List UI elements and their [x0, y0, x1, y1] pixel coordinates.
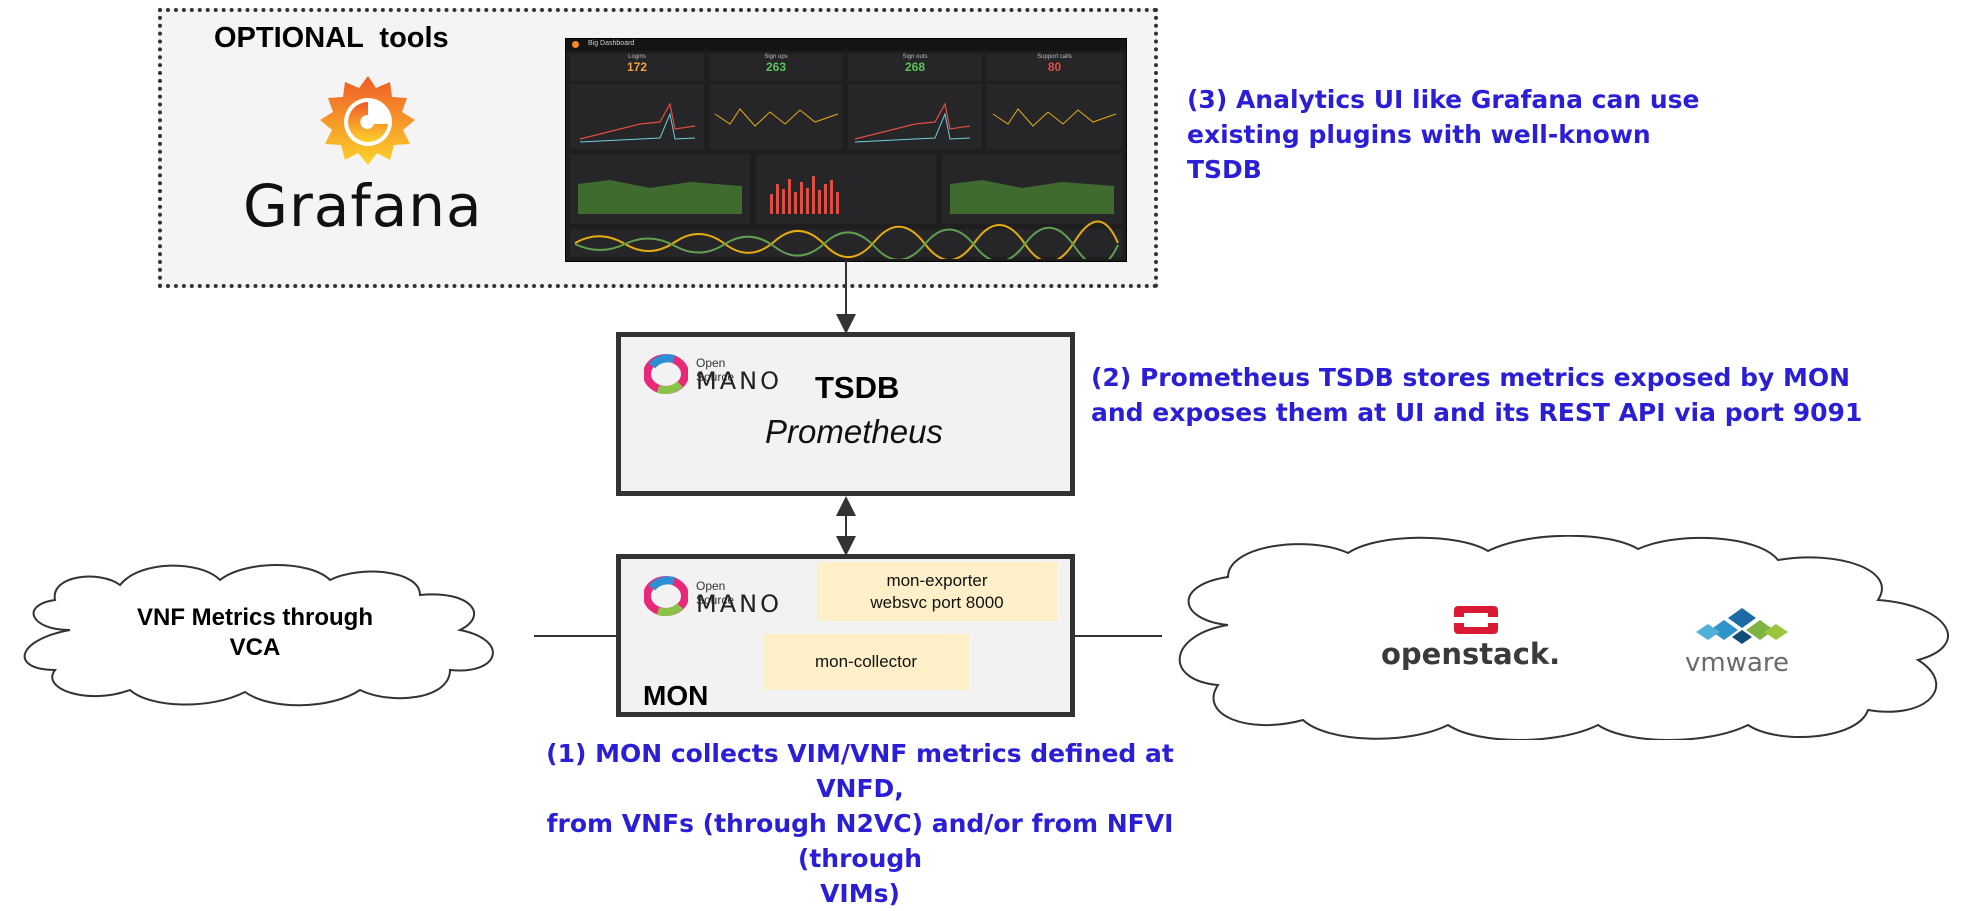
- grafana-logo-icon: [320, 76, 415, 165]
- caption-line: (2) Prometheus TSDB stores metrics expos…: [1091, 363, 1851, 392]
- stat-value: 268: [904, 60, 926, 74]
- mon-title: MON: [643, 680, 709, 711]
- vca-cloud: [23, 564, 494, 707]
- openstack-logo-icon: [1454, 606, 1498, 634]
- exporter-name: mon-exporter: [886, 571, 988, 590]
- vnf-label-line: VNF Metrics through: [136, 604, 373, 631]
- tsdb-box: [616, 332, 1075, 496]
- tsdb-title: TSDB: [815, 370, 900, 405]
- mon-collector-box: mon-collector: [763, 634, 969, 690]
- caption-line: TSDB: [1187, 155, 1262, 184]
- osm-small-label: Open Source: [696, 356, 735, 384]
- exporter-port: websvc port 8000: [870, 593, 1004, 612]
- vim-cloud: [1178, 535, 1949, 740]
- stat-value: 80: [1047, 60, 1062, 74]
- caption-line: (1) MON collects VIM/VNF metrics defined…: [546, 739, 1174, 803]
- caption-mon: (1) MON collects VIM/VNF metrics defined…: [510, 736, 1210, 911]
- stat-value: 263: [765, 60, 787, 74]
- osm-big-label: MANO: [696, 590, 782, 618]
- dashboard-graphs: [570, 84, 1122, 259]
- osm-ring-icon: [644, 576, 688, 616]
- prometheus-label: Prometheus: [765, 413, 943, 450]
- caption-line: existing plugins with well-known: [1187, 120, 1651, 149]
- osm-big-label: MANO: [696, 367, 782, 395]
- caption-prometheus: (2) Prometheus TSDB stores metrics expos…: [1091, 360, 1911, 430]
- stat-panel-support: Support calls 80: [987, 54, 1122, 81]
- mon-exporter-box: mon-exporter websvc port 8000: [817, 562, 1057, 621]
- stat-panel-signouts: Sign outs 268: [848, 54, 982, 81]
- stat-panel-signups: Sign ups 263: [709, 54, 843, 81]
- stat-label: Sign outs: [902, 54, 928, 60]
- stat-value: 172: [626, 60, 648, 74]
- caption-analytics: (3) Analytics UI like Grafana can use ex…: [1187, 82, 1727, 187]
- dashboard-tab: Big Dashboard: [588, 40, 635, 47]
- grafana-wordmark: Grafana: [243, 172, 483, 240]
- caption-line: from VNFs (through N2VC) and/or from NFV…: [546, 809, 1174, 873]
- vnf-metrics-label: VNF Metrics through VCA: [110, 603, 400, 663]
- vmware-wordmark: vmware: [1685, 648, 1790, 678]
- stat-row: Logins 172 Sign ups 263 Sign outs 268 Su…: [570, 54, 1122, 81]
- stat-panel-logins: Logins 172: [570, 54, 704, 81]
- vnf-label-line: VCA: [229, 634, 281, 661]
- osm-small-label: Open Source: [696, 579, 735, 607]
- stat-label: Logins: [628, 54, 646, 60]
- openstack-wordmark: openstack.: [1381, 637, 1561, 671]
- dashboard-topbar: Big Dashboard: [566, 39, 1126, 51]
- vmware-logo-icon: [1696, 608, 1788, 644]
- optional-tools-title: OPTIONAL tools: [214, 22, 449, 54]
- caption-line: (3) Analytics UI like Grafana can use: [1187, 85, 1700, 114]
- osm-ring-icon: [644, 354, 688, 394]
- stat-label: Support calls: [1037, 54, 1072, 60]
- grafana-dashboard-screenshot: Big Dashboard Logins 172 Sign ups 263 Si…: [565, 38, 1127, 262]
- grafana-menu-icon: [572, 41, 579, 48]
- caption-line: and exposes them at UI and its REST API …: [1091, 398, 1863, 427]
- caption-line: VIMs): [820, 879, 900, 908]
- stat-label: Sign ups: [764, 54, 788, 60]
